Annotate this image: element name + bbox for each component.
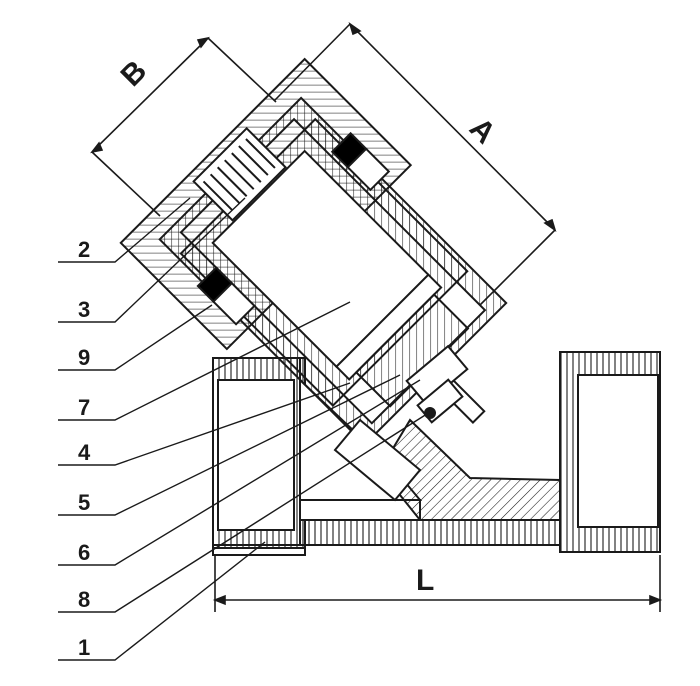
callout-1: 1 xyxy=(78,635,90,660)
callout-9: 9 xyxy=(78,345,90,370)
dimension-lines xyxy=(90,22,663,612)
callout-8: 8 xyxy=(78,587,90,612)
plug-nut-top xyxy=(346,147,391,192)
dim-a-line xyxy=(349,23,556,231)
callout-labels: 2 3 9 7 4 5 6 8 1 xyxy=(78,237,91,660)
valve-body xyxy=(212,351,661,556)
dim-label-l: L xyxy=(416,564,434,597)
spring xyxy=(192,126,287,222)
callout-6: 6 xyxy=(78,540,90,565)
callout-4: 4 xyxy=(78,440,91,465)
bottom-fittings xyxy=(333,344,469,502)
outlet-bore xyxy=(577,374,659,528)
callout-5: 5 xyxy=(78,490,90,515)
leader-lines xyxy=(58,197,431,661)
callout-7: 7 xyxy=(78,395,90,420)
dim-label-b: B xyxy=(115,54,154,93)
plug-nut-bottom xyxy=(212,281,256,326)
inlet-bore xyxy=(217,379,295,531)
callout-2: 2 xyxy=(78,237,90,262)
drain-plug xyxy=(333,418,422,502)
callout-3: 3 xyxy=(78,297,90,322)
body-bottom-wall xyxy=(299,519,561,546)
trap-cartridge-assembly xyxy=(119,57,508,446)
dim-b-line xyxy=(91,37,209,153)
